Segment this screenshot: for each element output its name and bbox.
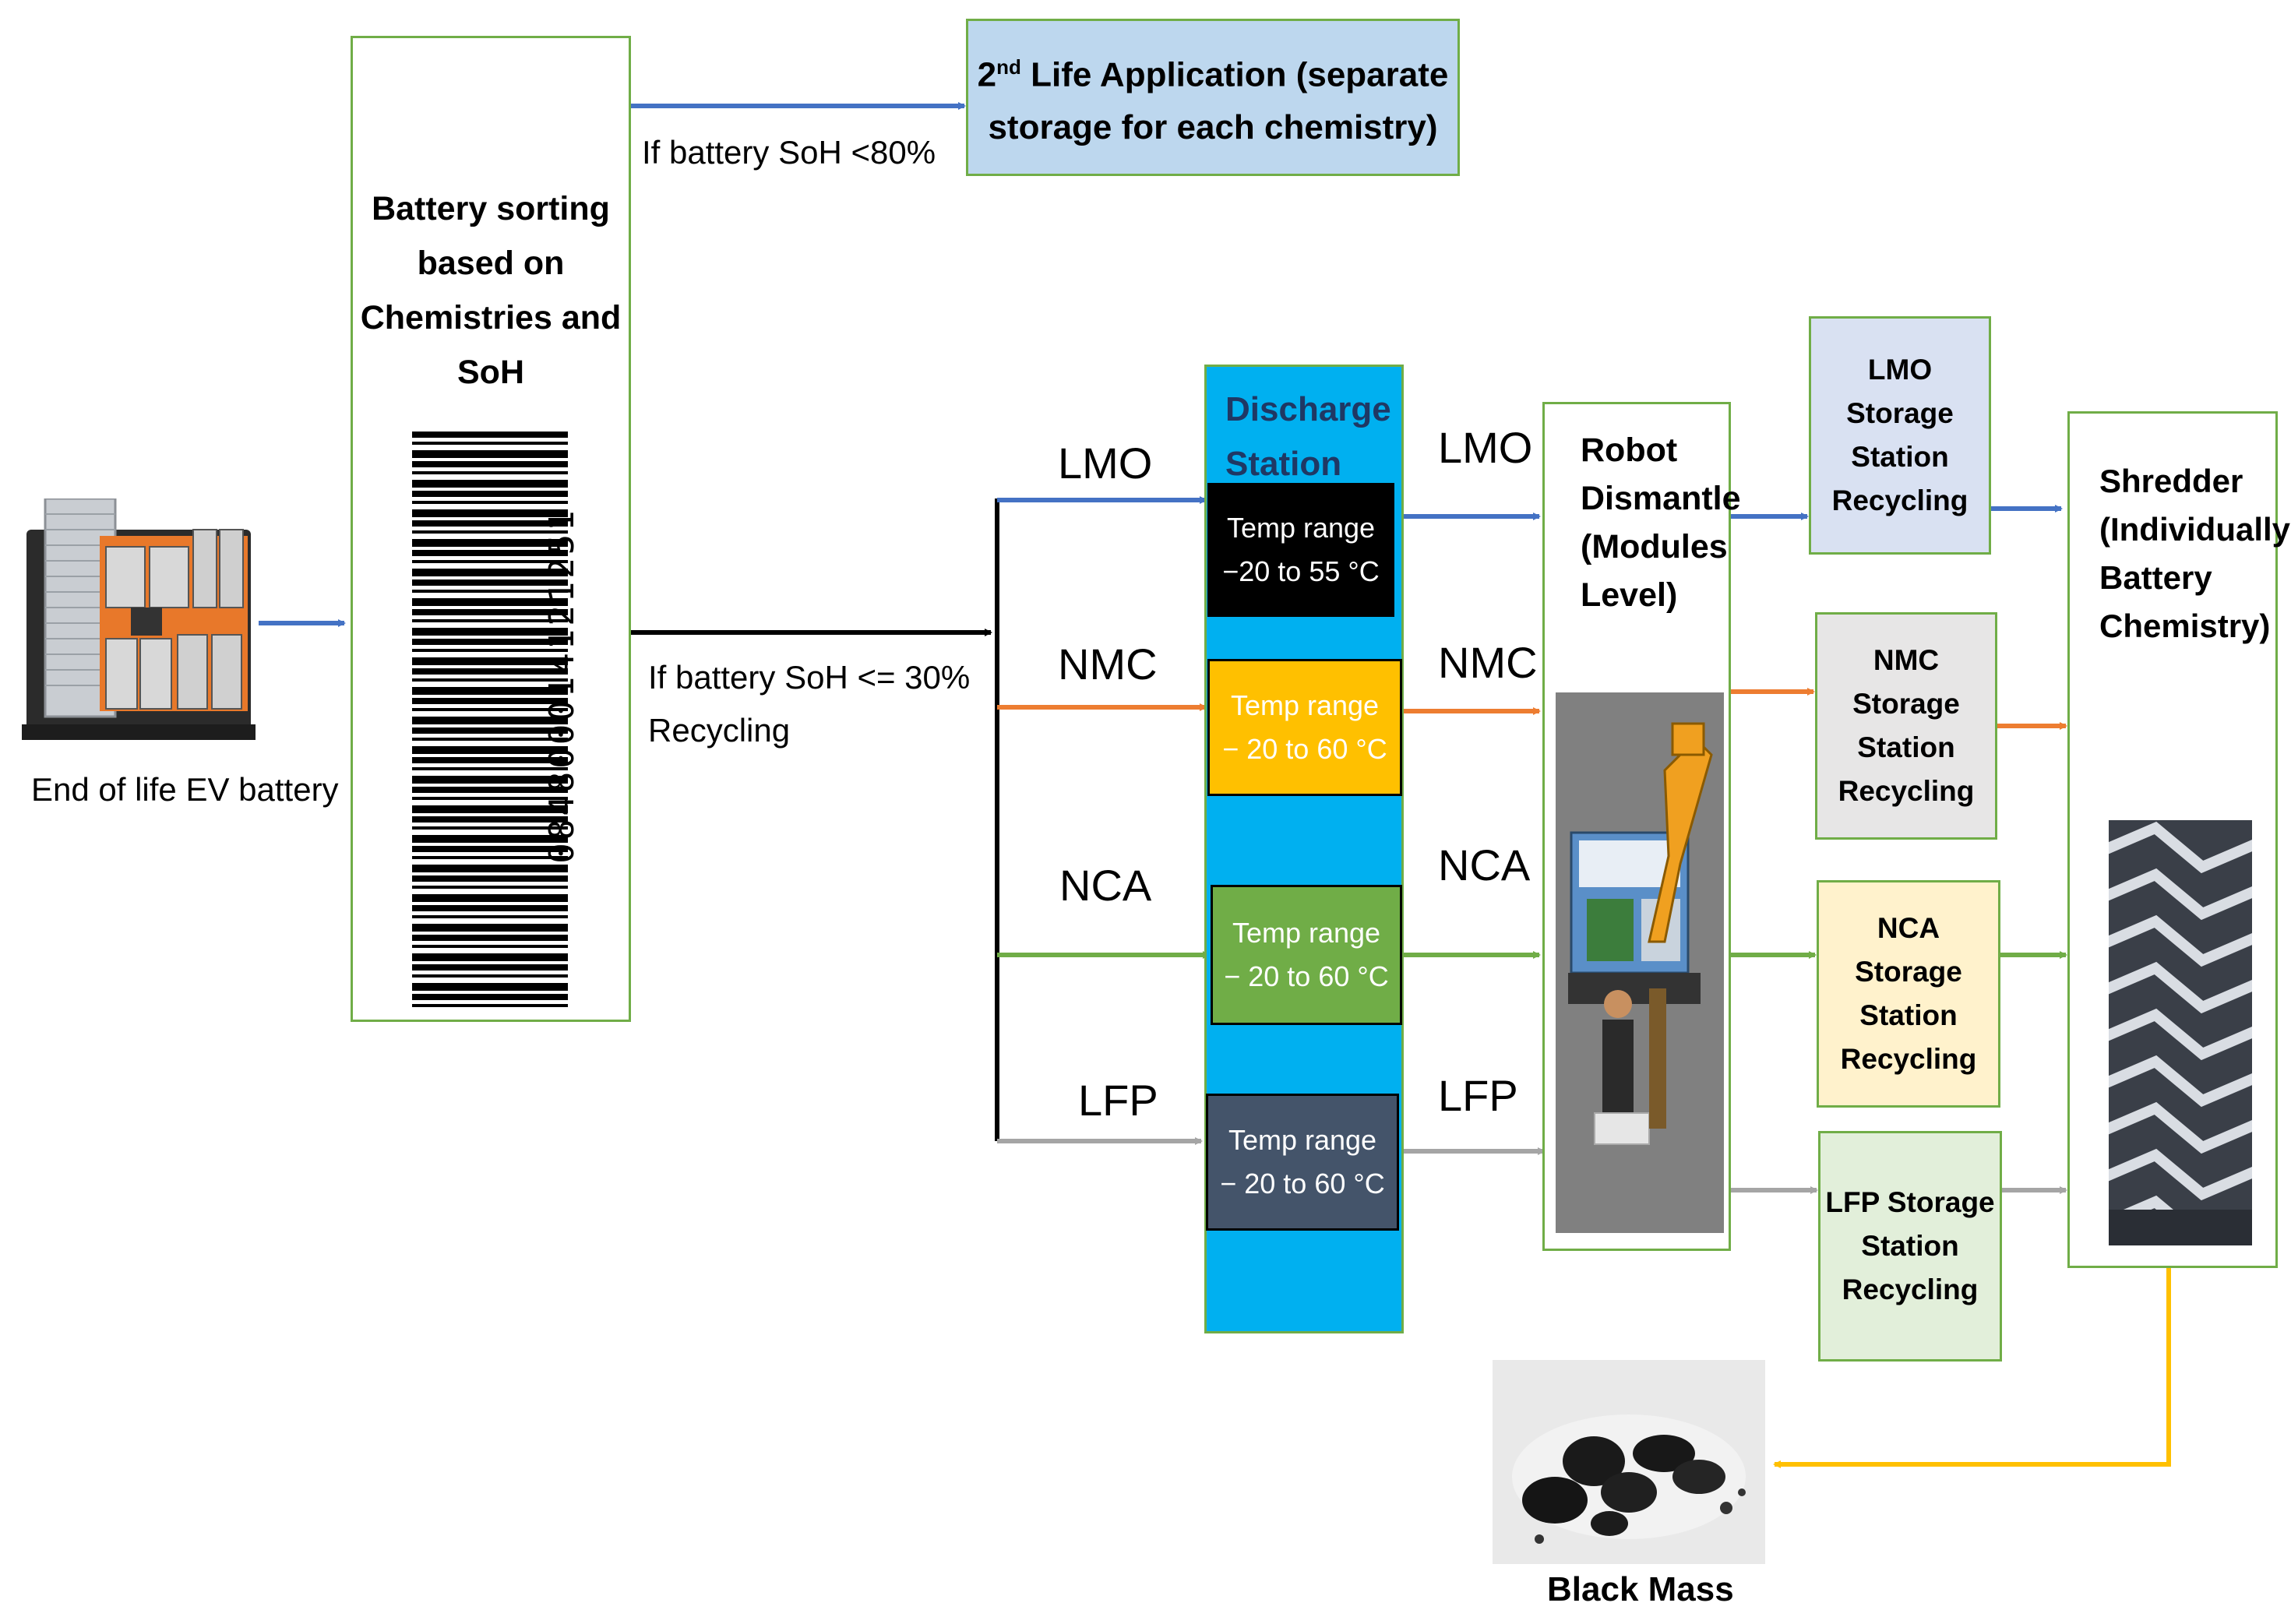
chem-label-lfp-robot: LFP — [1438, 1071, 1518, 1120]
chem-label-nmc-robot: NMC — [1438, 638, 1538, 687]
sorting-title-line: based on — [417, 245, 565, 282]
sorting-box: Battery sorting based on Chemistries and… — [351, 36, 631, 1022]
storage-line: Recycling — [1838, 775, 1975, 807]
robot-image — [1556, 692, 1724, 1233]
storage-line: Recycling — [1840, 1043, 1977, 1075]
temp-box-nmc: Temp range − 20 to 60 °C — [1207, 659, 1402, 796]
temp-label: Temp range — [1228, 1124, 1377, 1156]
ev-battery-caption: End of life EV battery — [31, 771, 339, 808]
recycling-condition-line1: If battery SoH <= 30% — [648, 659, 971, 696]
temp-label: Temp range — [1232, 917, 1381, 949]
robot-title: Robot Dismantle (Modules Level) — [1581, 426, 1741, 619]
sorting-title-line: Chemistries and — [360, 299, 622, 336]
discharge-title: Discharge Station — [1225, 382, 1391, 491]
discharge-title-line: Discharge — [1225, 390, 1391, 428]
chem-label-lmo-robot: LMO — [1438, 423, 1533, 472]
temp-label: Temp range — [1226, 512, 1376, 544]
temp-value: −20 to 55 °C — [1222, 555, 1380, 587]
shredder-title-line: Chemistry) — [2099, 608, 2271, 644]
recycling-condition-line2: Recycling — [648, 712, 791, 749]
robot-title-line: Dismantle — [1581, 480, 1741, 517]
shredder-title-line: Shredder — [2099, 463, 2243, 499]
temp-value: − 20 to 60 °C — [1220, 1168, 1385, 1200]
sorting-title: Battery sorting based on Chemistries and… — [353, 181, 629, 400]
storage-line: Storage — [1852, 688, 1960, 720]
storage-line: Storage — [1855, 956, 1962, 988]
second-life-line2: storage for each chemistry) — [988, 108, 1438, 147]
storage-line: Station — [1861, 1230, 1959, 1262]
storage-line: Station — [1859, 999, 1958, 1031]
temp-box-nca: Temp range − 20 to 60 °C — [1211, 885, 1402, 1025]
storage-box-lfp: LFP Storage Station Recycling — [1818, 1131, 2002, 1362]
storage-line: Station — [1851, 441, 1949, 473]
barcode — [412, 432, 568, 1008]
shredder-title-line: (Individually — [2099, 511, 2291, 548]
temp-box-lfp: Temp range − 20 to 60 °C — [1206, 1094, 1399, 1231]
discharge-title-line: Station — [1225, 445, 1342, 483]
second-life-condition: If battery SoH <80% — [642, 134, 936, 171]
storage-box-lmo: LMO Storage Station Recycling — [1809, 316, 1991, 555]
robot-title-line: Level) — [1581, 576, 1678, 614]
storage-box-nmc: NMC Storage Station Recycling — [1815, 612, 1997, 840]
storage-line: Storage — [1846, 397, 1954, 429]
second-life-prefix: 2 — [977, 55, 997, 94]
second-life-rest: Life Application (separate — [1020, 55, 1449, 94]
storage-line: LMO — [1867, 354, 1933, 386]
temp-value: − 20 to 60 °C — [1224, 960, 1389, 992]
shredder-image — [2109, 820, 2252, 1245]
shredder-title: Shredder (Individually Battery Chemistry… — [2099, 457, 2290, 650]
chem-label-nca-branch: NCA — [1059, 861, 1152, 910]
ev-battery-image — [22, 497, 256, 740]
temp-value: − 20 to 60 °C — [1222, 733, 1387, 765]
storage-line: Station — [1857, 731, 1955, 763]
robot-title-line: Robot — [1581, 432, 1678, 469]
storage-line: Recycling — [1831, 484, 1968, 516]
chem-label-lmo-branch: LMO — [1058, 439, 1153, 488]
temp-label: Temp range — [1230, 689, 1380, 721]
robot-dismantle-box: Robot Dismantle (Modules Level) — [1542, 402, 1741, 1251]
second-life-box: 2nd Life Application (separate storage f… — [966, 19, 1460, 176]
chem-label-lfp-branch: LFP — [1078, 1076, 1158, 1125]
storage-line: Recycling — [1842, 1273, 1979, 1305]
temp-box-lmo: Temp range −20 to 55 °C — [1207, 483, 1394, 617]
sorting-title-line: Battery sorting — [372, 190, 610, 227]
barcode-number-text: 084800014121251 — [542, 507, 582, 864]
arrow-shredder-black-mass — [1773, 1268, 2171, 1468]
shredder-title-line: Battery — [2099, 559, 2212, 596]
storage-box-nca: NCA Storage Station Recycling — [1817, 880, 2000, 1108]
storage-line: NMC — [1873, 644, 1940, 676]
second-life-superscript: nd — [996, 55, 1021, 79]
robot-title-line: (Modules — [1581, 528, 1728, 565]
storage-line: NCA — [1877, 912, 1940, 944]
chem-label-nmc-branch: NMC — [1058, 639, 1158, 689]
second-life-line1: 2nd Life Application (separate — [978, 41, 1449, 102]
sorting-title-line: SoH — [457, 354, 524, 391]
black-mass-image — [1493, 1360, 1765, 1564]
storage-line: LFP Storage — [1825, 1186, 1995, 1218]
shredder-box: Shredder (Individually Battery Chemistry… — [2067, 411, 2290, 1268]
chem-label-nca-robot: NCA — [1438, 840, 1531, 890]
black-mass-caption: Black Mass — [1547, 1570, 1734, 1608]
